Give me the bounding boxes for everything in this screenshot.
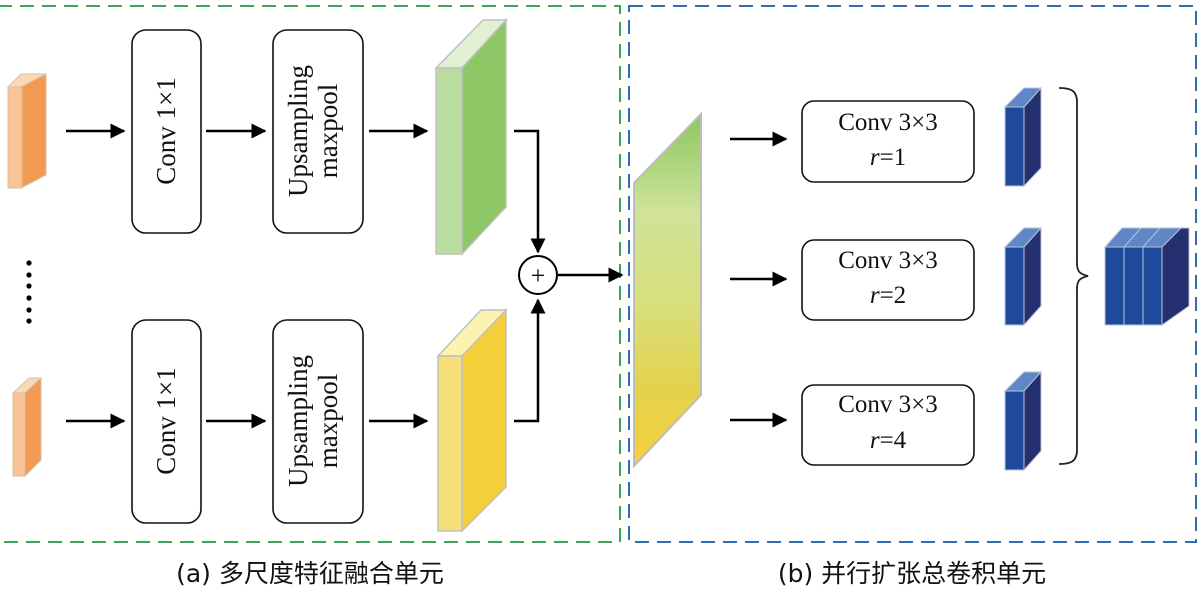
- concat-brace: [1058, 87, 1089, 465]
- ellipsis-dots: [26, 260, 32, 324]
- connector-yellow-to-sum: [514, 298, 546, 423]
- dilation-rate-2: r=2: [870, 282, 906, 309]
- dilated-output-block-2: [1003, 226, 1043, 327]
- dilated-conv-label-1: Conv 3×3: [838, 109, 938, 136]
- connector-green-to-sum: [514, 129, 546, 254]
- conv1x1-box-2: Conv 1×1: [131, 319, 202, 524]
- dilation-rate-1: r=1: [870, 144, 906, 171]
- conv1x1-label-2: Conv 1×1: [151, 367, 181, 475]
- dilation-rate-3: r=4: [870, 427, 907, 454]
- upsample-label-2b: maxpool: [313, 374, 343, 469]
- upsample-maxpool-box-1: Upsampling maxpool: [272, 29, 364, 234]
- dilated-conv-box-r4: Conv 3×3 r=4: [801, 384, 975, 466]
- upsample-label-2a: Upsampling: [283, 355, 313, 487]
- fused-feature-map: [633, 111, 702, 469]
- dilated-output-block-3: [1003, 370, 1043, 472]
- upsample-label-1b: maxpool: [313, 84, 343, 179]
- dilated-output-block-1: [1003, 86, 1043, 188]
- sum-symbol: +: [531, 261, 546, 290]
- caption-panel-a: (a) 多尺度特征融合单元: [176, 559, 444, 588]
- input-feature-block-2: [11, 376, 43, 478]
- caption-panel-b: (b) 并行扩张总卷积单元: [778, 559, 1046, 588]
- dilated-conv-label-2: Conv 3×3: [838, 247, 938, 274]
- dilated-conv-label-3: Conv 3×3: [838, 391, 938, 418]
- upsample-label-1a: Upsampling: [283, 65, 313, 197]
- conv1x1-label-1: Conv 1×1: [151, 77, 181, 185]
- input-feature-block-1: [6, 73, 48, 189]
- dilated-conv-box-r2: Conv 3×3 r=2: [801, 239, 975, 321]
- conv1x1-box-1: Conv 1×1: [131, 29, 202, 234]
- dilated-conv-box-r1: Conv 3×3 r=1: [801, 100, 975, 183]
- panel-b-border: [628, 5, 1197, 543]
- upsample-maxpool-box-2: Upsampling maxpool: [272, 319, 364, 524]
- output-feature-block-green: [434, 18, 508, 256]
- output-feature-block-yellow: [436, 308, 508, 533]
- concatenated-feature-block: [1103, 227, 1191, 326]
- elementwise-sum-node: +: [518, 255, 558, 295]
